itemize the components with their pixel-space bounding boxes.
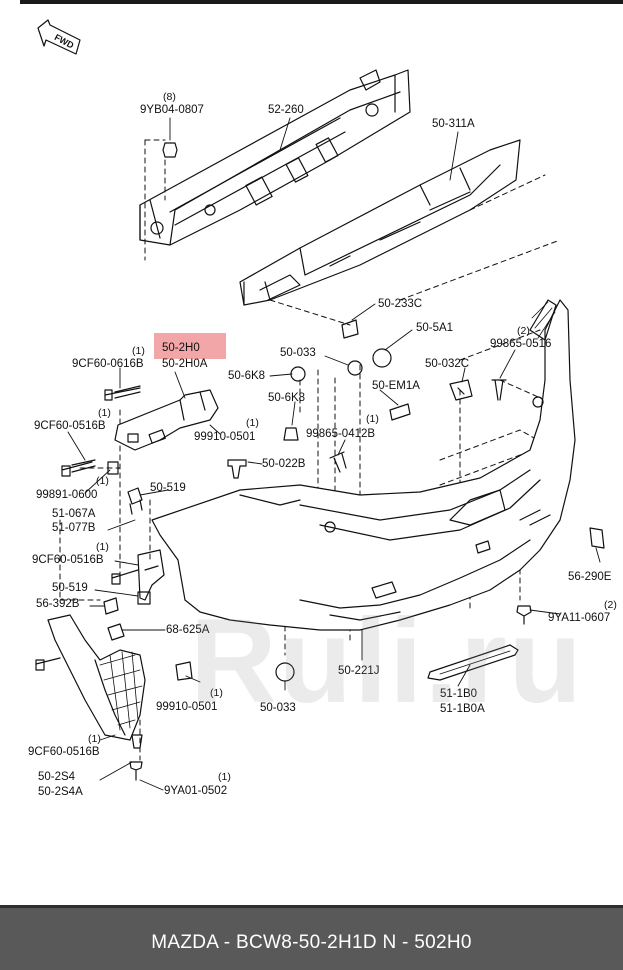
nut-icon <box>162 142 178 158</box>
mud-guard <box>47 614 146 741</box>
clip-icon <box>107 623 125 641</box>
part-label: 99910-0501 <box>156 701 218 713</box>
part-label: 50-2S4A <box>38 786 83 798</box>
footer-part-number: MAZDA - BCW8-50-2H1D N - 502H0 <box>151 932 472 953</box>
rear-bumper-cover <box>151 299 576 631</box>
part-label: 50-2H0 <box>162 342 200 354</box>
part-label: 9CF60-0516B <box>28 746 100 758</box>
cap-icon <box>275 662 295 682</box>
part-label: 9CF60-0516B <box>34 420 106 432</box>
part-label: 50-6K8 <box>228 370 266 382</box>
rear-reflector <box>427 644 519 681</box>
part-label: 51-077B <box>52 522 96 534</box>
clip-icon <box>131 734 143 749</box>
screw-icon <box>491 379 507 401</box>
footer-divider <box>0 905 623 908</box>
footer-bar: MAZDA - BCW8-50-2H1D N - 502H0 <box>0 905 623 970</box>
part-label: 50-519 <box>52 582 88 594</box>
part-qty: (1) <box>88 733 101 745</box>
nut-icon <box>107 461 119 475</box>
part-label: 99891-0600 <box>36 489 98 501</box>
clip-icon <box>127 487 143 515</box>
top-border <box>20 0 623 4</box>
highlighted-part-box <box>154 333 226 359</box>
part-label: 51-1B0 <box>440 688 478 700</box>
bumper-energy-absorber <box>239 139 521 306</box>
clip-icon <box>137 591 151 605</box>
part-label: 52-260 <box>268 104 304 116</box>
part-label: 51-1B0A <box>440 703 485 715</box>
part-label: 56-392B <box>36 598 80 610</box>
grommet-icon <box>283 427 299 441</box>
part-qty: (1) <box>132 345 145 357</box>
part-qty: (1) <box>246 417 259 429</box>
part-label: 51-067A <box>52 508 96 520</box>
part-label: 50-032C <box>425 358 470 370</box>
cap-icon <box>347 348 392 376</box>
parts-diagram: FWD (8) 9YB04-0807 52-260 50-311A 50-233… <box>28 19 617 798</box>
part-label: 99910-0501 <box>194 431 256 443</box>
part-label: 56-290E <box>568 571 612 583</box>
part-label: 50-233C <box>378 298 423 310</box>
bolt-icon <box>61 459 96 477</box>
part-qty: (1) <box>96 541 109 553</box>
grommet-icon <box>290 366 306 382</box>
grommet-icon <box>341 319 359 339</box>
part-qty: (1) <box>366 413 379 425</box>
part-label: 50-221J <box>338 665 380 677</box>
part-label: 9YA11-0607 <box>548 612 611 624</box>
part-qty: (1) <box>98 407 111 419</box>
part-qty: (1) <box>210 687 223 699</box>
part-label: 50-5A1 <box>416 322 454 334</box>
part-qty: (2) <box>517 325 530 337</box>
part-qty: (1) <box>218 771 231 783</box>
part-label: 99865-0516 <box>490 338 552 350</box>
rear-reinforcement-beam <box>139 69 411 246</box>
bolt-icon <box>35 657 61 671</box>
part-label: 50-033 <box>260 702 296 714</box>
part-label: 50-022B <box>262 458 306 470</box>
part-label: 50-2H0A <box>162 358 208 370</box>
part-label: 50-6K8 <box>268 392 306 404</box>
screw-icon <box>129 761 143 781</box>
bumper-bracket-part <box>114 389 219 451</box>
part-qty: (1) <box>96 475 109 487</box>
bumper-clip-part <box>589 527 605 549</box>
part-label: 50-2S4 <box>38 771 76 783</box>
bolt-icon <box>111 569 139 585</box>
part-label: 99865-0412B <box>306 428 376 440</box>
part-label: 9CF60-0616B <box>72 358 144 370</box>
part-label: 68-625A <box>166 624 210 636</box>
part-label: 50-033 <box>280 347 316 359</box>
part-label: 9YA01-0502 <box>164 785 228 797</box>
exploded-view-drawing: FWD <box>35 19 605 791</box>
fwd-arrow-icon <box>37 19 81 55</box>
part-label: 50-EM1A <box>372 380 420 392</box>
part-qty: (8) <box>163 91 176 103</box>
part-label: 9CF60-0516B <box>32 554 104 566</box>
part-label: 9YB04-0807 <box>140 104 204 116</box>
screw-icon <box>329 451 347 473</box>
part-label: 50-311A <box>432 118 475 130</box>
rivet-icon <box>227 459 247 479</box>
part-label: 50-519 <box>150 482 186 494</box>
part-qty: (2) <box>604 599 617 611</box>
clip-icon <box>103 597 119 615</box>
bolt-icon <box>104 385 141 401</box>
bracket-part <box>137 549 165 601</box>
clip-icon <box>175 661 193 681</box>
screw-icon <box>516 605 532 625</box>
reflector-clip-icon <box>389 403 411 421</box>
clip-icon <box>449 379 473 401</box>
